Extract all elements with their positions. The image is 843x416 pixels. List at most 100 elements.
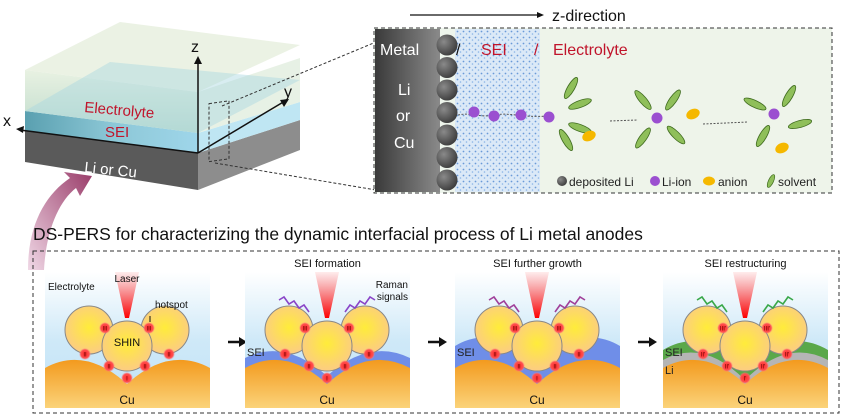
hotspot-label: III' [764, 327, 770, 333]
hotspot-marker [531, 372, 543, 384]
layer-label: SEI [247, 347, 265, 359]
legend-li-ion-label: Li-ion [662, 175, 691, 189]
hotspot-annotation: hotspot [155, 300, 188, 311]
hotspot-label: II [577, 353, 581, 359]
hotspot-marker [757, 360, 769, 372]
hotspot-label: II' [701, 353, 705, 359]
deposited-li-atom [436, 57, 458, 78]
laser-beam [115, 272, 139, 318]
hotspot-marker [139, 360, 151, 372]
inset-legend: deposited Li Li-ion anion solvent [557, 174, 817, 189]
layer-label: SEI [665, 347, 683, 359]
raman-label-line1: Raman [376, 280, 408, 291]
electrode-block-3d: Electrolyte SEI Li or Cu x y z [3, 22, 377, 191]
hotspot-label: III [302, 327, 307, 333]
shin-nanoparticle [101, 320, 153, 372]
legend-solvent-swatch [766, 174, 776, 188]
sei-front-face [25, 111, 198, 153]
laser-beam [733, 272, 757, 318]
hotspot-marker [761, 322, 773, 334]
hotspot-label: II [83, 353, 87, 359]
axis-x-arrowhead [16, 126, 24, 133]
hotspot-marker [343, 322, 355, 334]
electrolyte-region [540, 29, 831, 192]
raman-wave-right [344, 295, 376, 313]
hotspot-label: II [343, 365, 347, 371]
metal-label-3d: Li or Cu [84, 159, 138, 181]
legend-li-ion-swatch [650, 176, 660, 186]
hotspot-marker [321, 372, 333, 384]
hotspot-marker [279, 348, 291, 360]
solvent-molecule [781, 85, 797, 107]
hotspot-label: II [143, 365, 147, 371]
li-ion [515, 109, 527, 121]
substrate-label: Cu [119, 393, 134, 407]
z-direction-arrowhead [537, 12, 544, 18]
hotspot-marker [721, 360, 733, 372]
raman-wave-left [488, 295, 520, 313]
laser-label: Laser [114, 274, 140, 285]
hotspot-label: II [517, 365, 521, 371]
anion [775, 142, 789, 154]
metal-line-or: or [396, 108, 411, 125]
deposited-li-atom [436, 34, 458, 56]
substrate-label: Cu [529, 393, 544, 407]
panel-title: SEI formation [294, 258, 361, 270]
step-arrowhead [239, 337, 247, 347]
hotspot-label: II' [725, 365, 729, 371]
deposited-li-atom [436, 79, 458, 101]
laser-beam [525, 272, 549, 318]
hotspot-marker [303, 360, 315, 372]
shin-label: SHIN [114, 337, 140, 349]
hotspot-label: II [367, 353, 371, 359]
electrolyte-front-face [25, 70, 198, 133]
anion [686, 108, 700, 120]
hotspot-label: II [107, 365, 111, 371]
shin-nanoparticle [719, 320, 771, 372]
z-direction-label: z-direction [552, 8, 626, 25]
li-ion [543, 111, 555, 123]
ion-hop-dash-2 [702, 121, 749, 125]
hotspot-label: II' [785, 353, 789, 359]
hotspot-label: II [493, 353, 497, 359]
slash-2: / [534, 42, 539, 59]
legend-anion-swatch [703, 176, 715, 186]
hotspot-marker [489, 348, 501, 360]
panel-4: III'III'II'II'II'II'I'SEI restructuringC… [663, 258, 828, 408]
sei-side-face [198, 102, 300, 153]
zoom-region-box [208, 100, 230, 163]
panel-title: SEI restructuring [705, 258, 787, 270]
solvent-molecule [635, 127, 651, 149]
hotspot-label: I [126, 377, 128, 383]
deposited-li-column [436, 34, 458, 191]
metal-header: Metal [380, 42, 419, 59]
panels-frame [32, 250, 840, 414]
axis-y-line [197, 100, 286, 154]
hotspot-label: II [167, 353, 171, 359]
hotspot-marker [121, 372, 133, 384]
legend-deposited-li-label: deposited Li [569, 175, 634, 189]
zoom-guide-line-top [221, 41, 377, 107]
axis-y-arrowhead [280, 99, 289, 107]
li-ion [488, 110, 500, 122]
laser-beam [315, 272, 339, 318]
axis-x-label: x [3, 113, 11, 130]
legend-anion-label: anion [718, 175, 747, 189]
electrolyte-label-3d: Electrolyte [84, 99, 155, 122]
deposited-li-atom [436, 169, 458, 191]
metal-region [375, 29, 440, 192]
hotspot-marker [79, 348, 91, 360]
hotspot-label: III' [720, 327, 726, 333]
solvent-molecule [743, 97, 767, 111]
hotspot-label: II [553, 365, 557, 371]
hotspot-label: II [283, 353, 287, 359]
raman-wave-left [696, 295, 728, 313]
solvent-molecule [787, 119, 813, 129]
panel-title: SEI further growth [493, 258, 582, 270]
hotspot-marker [513, 360, 525, 372]
sei-label-3d: SEI [105, 124, 129, 141]
slash-1: / [456, 42, 461, 59]
shin-nanoparticle [511, 320, 563, 372]
